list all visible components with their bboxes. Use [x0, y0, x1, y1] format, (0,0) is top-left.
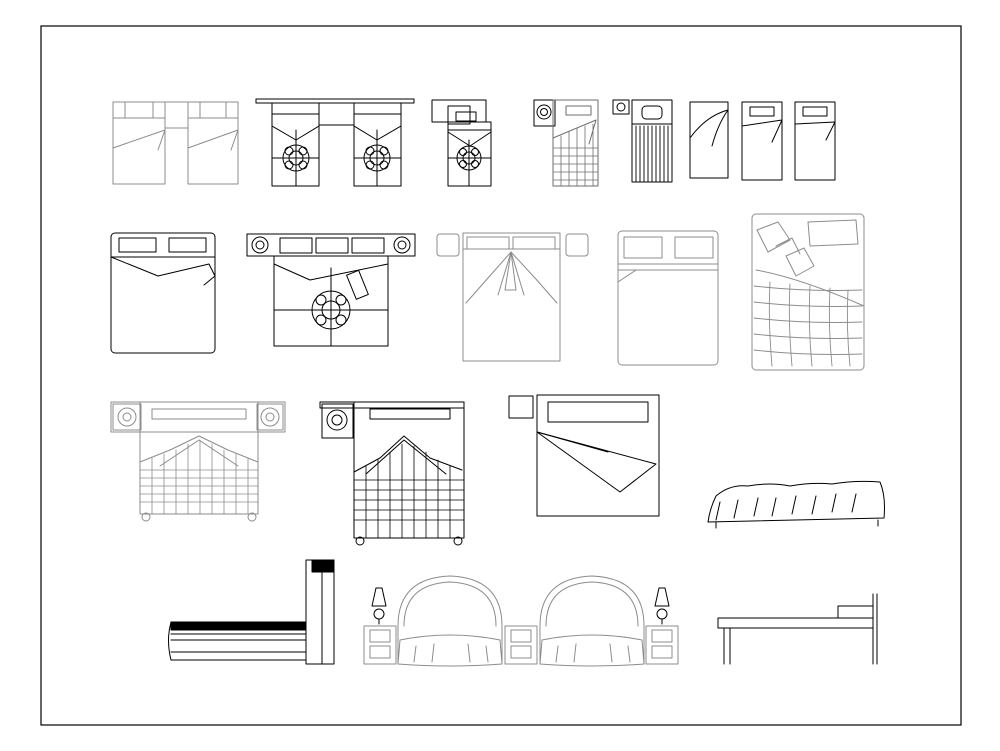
double-bed-quilted-with-nightstands [110, 401, 286, 522]
platform-bed-side-elevation [168, 559, 335, 665]
bed-side-elevation-simple [717, 593, 878, 665]
sheet-frame [40, 25, 962, 726]
single-bed-quilted-with-side-table [533, 99, 599, 187]
single-bed-pillow-a [741, 101, 783, 181]
double-bed-folded-sheet-with-table [508, 394, 660, 517]
double-bed-quilted-one-nightstand [319, 401, 465, 546]
double-bed-two-pillows [110, 232, 216, 354]
twin-beds-front-elevation-with-lamps [363, 575, 679, 667]
twin-beds-with-headboard-and-rugs [255, 98, 415, 187]
twin-beds-pair-light [112, 101, 239, 185]
double-bed-quilted-cushions [751, 213, 865, 371]
queen-bed-draped-light [436, 232, 589, 362]
bed-side-elevation-draped [707, 480, 885, 529]
double-bed-plain-light [617, 230, 719, 366]
king-bed-with-rug-and-nightstands [246, 233, 416, 347]
single-bed-with-nightstands [431, 99, 492, 187]
single-bed-folded-sheet [689, 101, 729, 179]
single-bed-pillow-b [794, 101, 836, 181]
single-bed-striped-quilt [612, 99, 673, 183]
